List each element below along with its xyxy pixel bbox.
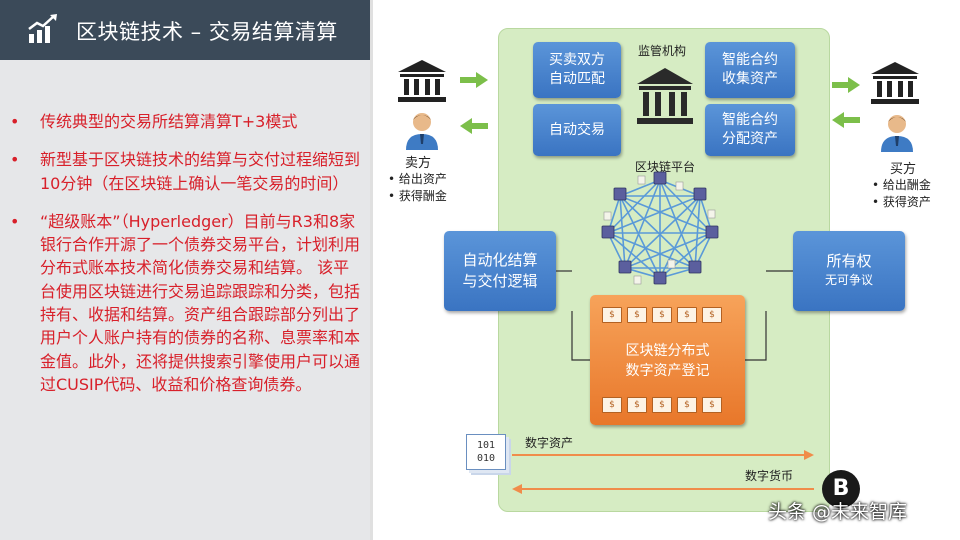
buyer-item: • 给出酬金	[872, 178, 931, 192]
bullet-marker: •	[10, 211, 20, 231]
asset-doc-icon: $	[627, 307, 647, 323]
bullet-text: 新型基于区块链技术的结算与交付过程缩短到10分钟（在区块链上确认一笔交易的时间）	[40, 150, 361, 193]
seller-item: • 获得酬金	[388, 189, 447, 203]
ledger-label: 区块链分布式 数字资产登记	[590, 341, 745, 381]
bullet-item: • “超级账本”（Hyperledger）目前与R3和8家银行合作开源了一个债券交…	[10, 210, 360, 396]
seller-item-text: 给出资产	[398, 172, 447, 186]
buyer-bank-icon	[871, 62, 919, 104]
asset-doc-icon: $	[702, 307, 722, 323]
asset-doc-icon: $	[677, 397, 697, 413]
arrow-left-icon	[832, 112, 860, 128]
collect-assets-box: 智能合约 收集资产	[705, 42, 795, 98]
settlement-box-line: 与交付逻辑	[462, 272, 538, 290]
ledger-label-line: 区块链分布式	[625, 343, 710, 359]
collect-box-line: 智能合约	[722, 52, 778, 68]
platform-label: 区块链平台	[635, 160, 696, 174]
asset-doc-icon: $	[652, 397, 672, 413]
settlement-box-line: 自动化结算	[462, 251, 538, 269]
auto-trade-label: 自动交易	[549, 122, 605, 138]
asset-doc-icon: $	[677, 307, 697, 323]
seller-bank-icon	[398, 60, 446, 102]
bitcoin-icon: B	[822, 470, 860, 508]
bullet-marker: •	[10, 150, 20, 170]
text-panel: 区块链技术 – 交易结算清算 • 传统典型的交易所结算清算T+3模式 • 新型基于区…	[0, 0, 370, 540]
collect-box-line: 收集资产	[722, 71, 778, 87]
ledger-box: $ $ $ $ $ 区块链分布式 数字资产登记 $ $ $ $ $	[590, 295, 745, 425]
buyer-person-icon	[881, 115, 913, 152]
chart-trend-icon	[28, 14, 57, 43]
buyer-item-text: 给出酬金	[882, 178, 931, 192]
bitcoin-symbol: B	[832, 476, 850, 501]
arrow-right-icon	[460, 72, 488, 88]
ownership-box-title: 所有权	[826, 252, 872, 270]
match-box-line: 自动匹配	[549, 71, 605, 87]
binary-line: 010	[476, 453, 496, 464]
watermark: 头条 @未来智库	[768, 501, 908, 523]
bullet-list: • 传统典型的交易所结算清算T+3模式 • 新型基于区块链技术的结算与交付过程缩短到…	[10, 110, 360, 411]
seller-item-text: 获得酬金	[398, 189, 447, 203]
binary-line: 101	[476, 440, 496, 451]
regulator-label: 监管机构	[638, 44, 687, 58]
auto-trade-box: 自动交易	[533, 104, 621, 156]
bullet-marker: •	[10, 112, 20, 131]
buyer-title: 买方	[890, 162, 917, 177]
distribute-box-line: 分配资产	[722, 131, 778, 147]
regulator-bank-icon	[637, 68, 693, 124]
seller-title: 卖方	[405, 156, 432, 171]
ledger-label-line: 数字资产登记	[625, 363, 710, 379]
blockchain-network-graphic	[601, 171, 719, 285]
bullet-item: • 新型基于区块链技术的结算与交付过程缩短到10分钟（在区块链上确认一笔交易的时间…	[10, 148, 360, 195]
seller-item: • 给出资产	[388, 172, 447, 186]
arrow-right-icon	[832, 77, 860, 93]
asset-doc-icon: $	[702, 397, 722, 413]
distribute-box-line: 智能合约	[722, 112, 778, 128]
buyer-item: • 获得资产	[872, 195, 931, 209]
ownership-box-subtitle: 无可争议	[824, 273, 873, 287]
digital-asset-arrow	[512, 450, 814, 460]
digital-currency-label: 数字货币	[745, 469, 794, 483]
bullet-text: “超级账本”（Hyperledger）目前与R3和8家银行合作开源了一个债券交易…	[40, 211, 361, 394]
buyer-item-text: 获得资产	[882, 195, 931, 209]
bullet-text: 传统典型的交易所结算清算T+3模式	[40, 112, 298, 131]
seller-person-icon	[406, 113, 438, 150]
match-box: 买卖双方 自动匹配	[533, 42, 621, 98]
asset-doc-icon: $	[602, 397, 622, 413]
ownership-box: 所有权 无可争议	[793, 231, 905, 311]
asset-doc-icon: $	[602, 307, 622, 323]
digital-currency-arrow	[512, 484, 814, 494]
asset-doc-icon: $	[627, 397, 647, 413]
binary-doc-icon: 101 010	[466, 434, 506, 470]
settlement-logic-box: 自动化结算 与交付逻辑	[444, 231, 556, 311]
distribute-assets-box: 智能合约 分配资产	[705, 104, 795, 156]
page-title: 区块链技术 – 交易结算清算	[76, 20, 338, 44]
digital-asset-label: 数字资产	[525, 436, 574, 450]
bullet-item: • 传统典型的交易所结算清算T+3模式	[10, 110, 360, 133]
title-bar: 区块链技术 – 交易结算清算	[0, 0, 370, 60]
arrow-left-icon	[460, 118, 488, 134]
match-box-line: 买卖双方	[549, 52, 605, 68]
asset-doc-icon: $	[652, 307, 672, 323]
